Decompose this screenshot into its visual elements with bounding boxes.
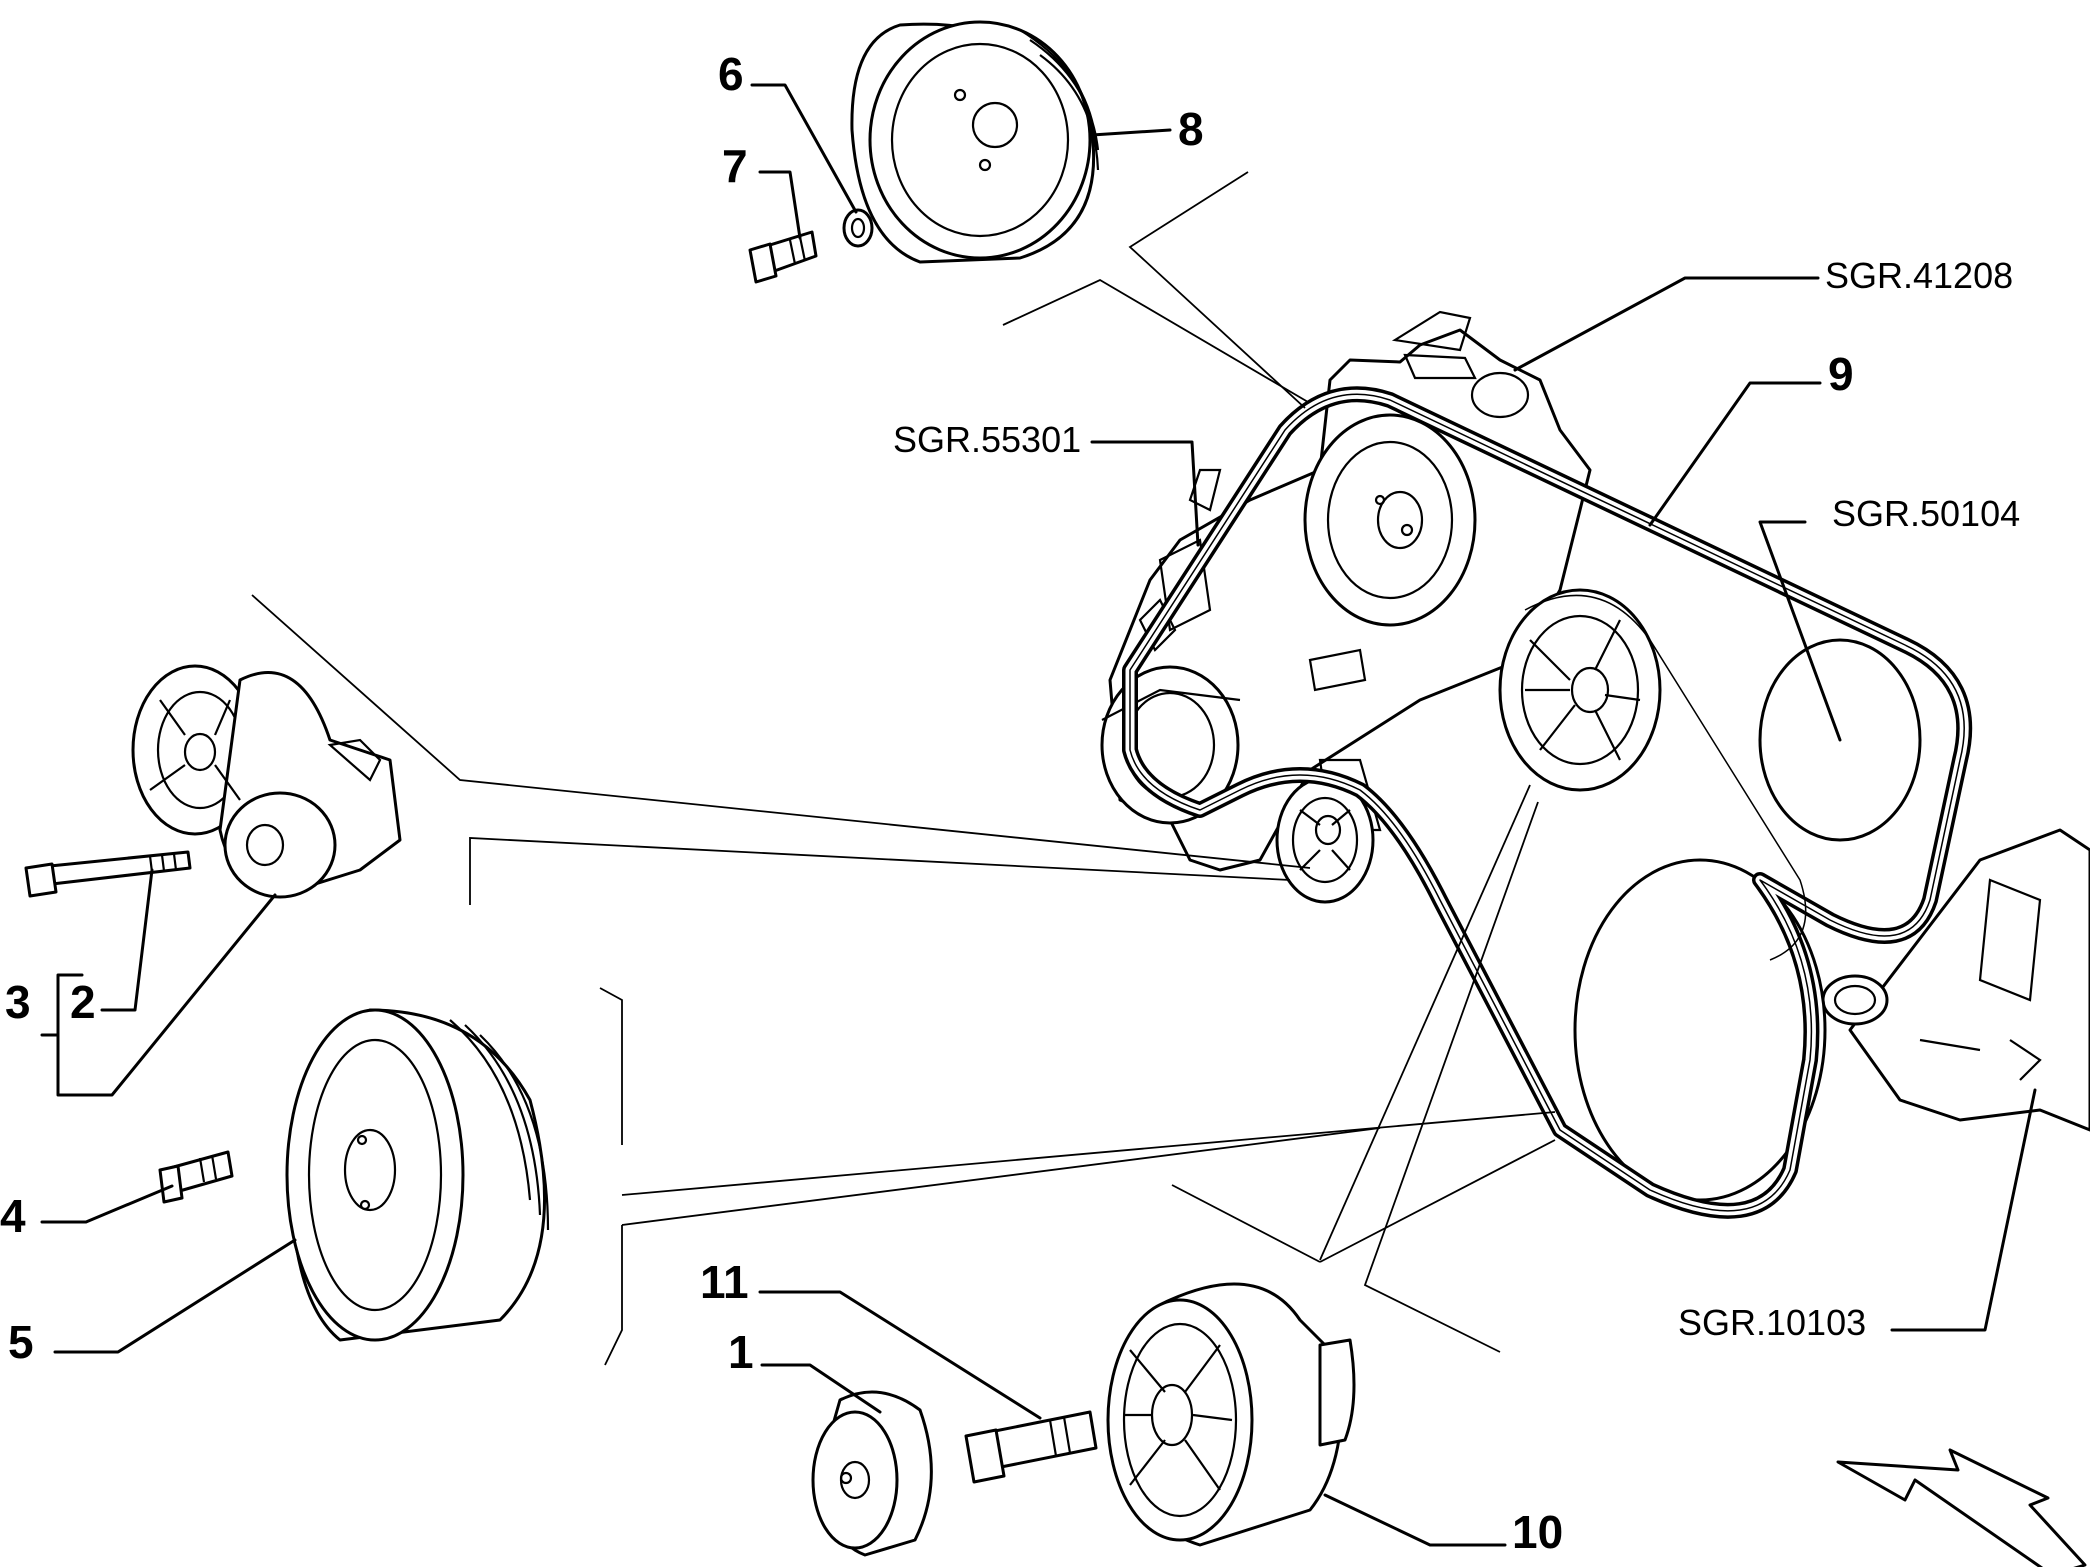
ref-sgr-10103: SGR.10103	[1678, 1302, 1866, 1343]
assembly-guide-lines	[251, 171, 1556, 1366]
crankshaft	[1821, 828, 2090, 1132]
ref-sgr-50104: SGR.50104	[1832, 493, 2020, 534]
water-pump-pulley	[1303, 413, 1477, 627]
idler-pulley-part-10	[1106, 1282, 1356, 1547]
callout-labels: 6 7 8 9 2 3 4 5 11 1 10 SGR.41208 SGR.55…	[0, 48, 2020, 1558]
callout-8: 8	[1178, 103, 1204, 155]
ref-sgr-55301: SGR.55301	[893, 419, 1081, 460]
bolt-part-7	[748, 230, 818, 284]
bushing-part-1	[811, 1390, 933, 1557]
bolt-part-11	[964, 1410, 1098, 1484]
callout-6: 6	[718, 48, 744, 100]
long-bolt-part-2	[24, 850, 192, 898]
pulley-part-5	[285, 1008, 550, 1342]
callout-7: 7	[722, 140, 748, 192]
callout-5: 5	[8, 1316, 34, 1368]
ref-sgr-41208: SGR.41208	[1825, 255, 2013, 296]
screw-part-4	[158, 1150, 234, 1204]
callout-3: 3	[5, 976, 31, 1028]
callout-11: 11	[700, 1256, 749, 1308]
pulley-part-8	[850, 20, 1100, 264]
tensioner-assembly-part-2-3	[131, 664, 402, 899]
serpentine-belt	[1122, 386, 1973, 1219]
tensioner-pulley-assembly	[1275, 776, 1375, 904]
callout-1: 1	[728, 1326, 754, 1378]
callout-10: 10	[1512, 1506, 1563, 1558]
callout-9: 9	[1828, 348, 1854, 400]
washer-part-6	[842, 208, 874, 248]
idler-pulley-upper	[1498, 588, 1662, 792]
callout-2: 2	[70, 976, 96, 1028]
leader-lines	[40, 83, 2037, 1547]
direction-arrow-icon	[1836, 1448, 2087, 1567]
callout-4: 4	[0, 1190, 26, 1242]
